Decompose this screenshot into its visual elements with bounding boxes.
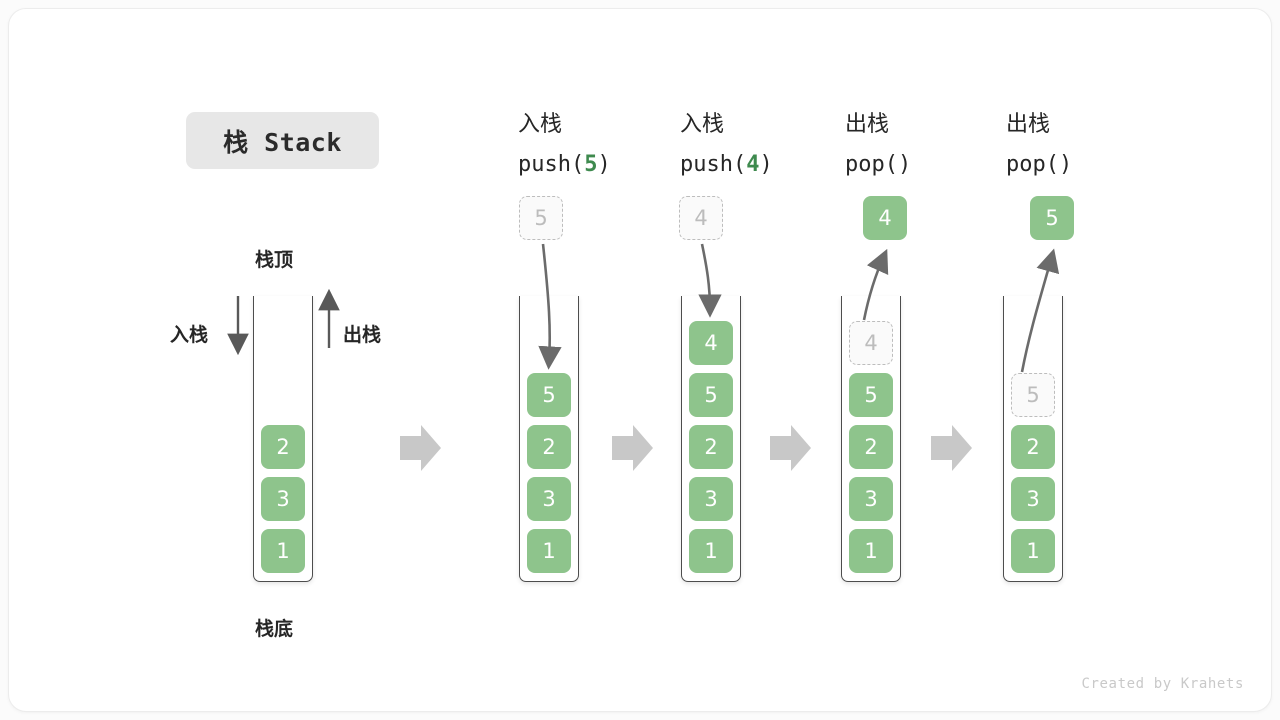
- title-badge: 栈 Stack: [186, 112, 379, 169]
- stack-item: 3: [689, 477, 733, 521]
- push-direction-label: 入栈: [170, 325, 209, 346]
- stage-3-code-prefix: pop(: [845, 152, 898, 177]
- stack-container-stage-2: 4 5 2 3 1: [681, 296, 741, 582]
- stack-item: 2: [849, 425, 893, 469]
- pop-direction-label: 出栈: [343, 325, 382, 346]
- stage-3-op-code: pop(): [845, 145, 911, 185]
- stage-2-op-cn: 入栈: [680, 112, 725, 137]
- stage-2-code-num: 4: [746, 152, 760, 177]
- stage-2-operation-label: 入栈 push(4): [680, 105, 773, 185]
- stack-item: 1: [527, 529, 571, 573]
- stack-item: 3: [261, 477, 305, 521]
- stage-1-code-suffix: ): [597, 152, 611, 177]
- stack-item: 2: [527, 425, 571, 469]
- stage-1-pending-box: 5: [519, 196, 563, 240]
- stage-1-operation-label: 入栈 push(5): [518, 105, 611, 185]
- stack-item: 1: [261, 529, 305, 573]
- stage-3-op-cn: 出栈: [845, 112, 890, 137]
- stack-container-stage-1: 5 2 3 1: [519, 296, 579, 582]
- stack-item: 4: [689, 321, 733, 365]
- stack-item: 1: [1011, 529, 1055, 573]
- stack-item: 5: [527, 373, 571, 417]
- stack-container-stage-4: 5 2 3 1: [1003, 296, 1063, 582]
- stack-item-removed: 4: [849, 321, 893, 365]
- stage-4-operation-label: 出栈 pop(): [1006, 105, 1072, 185]
- stack-container-base: 2 3 1: [253, 296, 313, 582]
- stage-1-op-cn: 入栈: [518, 112, 563, 137]
- stack-top-label: 栈顶: [255, 250, 294, 271]
- stage-2-op-code: push(4): [680, 145, 773, 185]
- stage-2-code-prefix: push(: [680, 152, 747, 177]
- stack-container-stage-3: 4 5 2 3 1: [841, 296, 901, 582]
- stage-2-code-suffix: ): [759, 152, 773, 177]
- stage-1-code-num: 5: [584, 152, 598, 177]
- stack-item: 2: [689, 425, 733, 469]
- stack-item: 3: [527, 477, 571, 521]
- stack-item: 5: [689, 373, 733, 417]
- stack-item: 2: [1011, 425, 1055, 469]
- stage-4-op-cn: 出栈: [1006, 112, 1051, 137]
- stage-2-pending-box: 4: [679, 196, 723, 240]
- stack-item: 1: [849, 529, 893, 573]
- stack-item: 3: [849, 477, 893, 521]
- stack-item: 3: [1011, 477, 1055, 521]
- stage-3-popped-box: 4: [863, 196, 907, 240]
- stack-item: 5: [849, 373, 893, 417]
- stage-4-popped-box: 5: [1030, 196, 1074, 240]
- stack-bottom-label: 栈底: [255, 619, 294, 640]
- stage-4-op-code: pop(): [1006, 145, 1072, 185]
- credit-text: Created by Krahets: [1081, 676, 1244, 692]
- stack-item: 1: [689, 529, 733, 573]
- stage-1-code-prefix: push(: [518, 152, 585, 177]
- stage-3-operation-label: 出栈 pop(): [845, 105, 911, 185]
- stage-1-op-code: push(5): [518, 145, 611, 185]
- stage-3-code-suffix: ): [897, 152, 912, 177]
- stack-item-removed: 5: [1011, 373, 1055, 417]
- stage-4-code-suffix: ): [1058, 152, 1073, 177]
- stage-4-code-prefix: pop(: [1006, 152, 1059, 177]
- stack-item: 2: [261, 425, 305, 469]
